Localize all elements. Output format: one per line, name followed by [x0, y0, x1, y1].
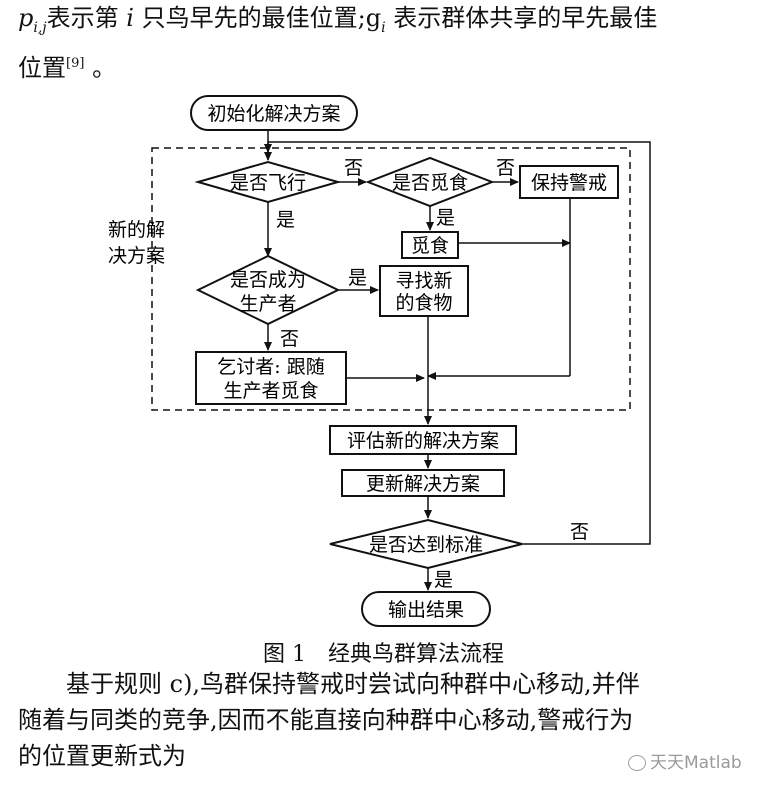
yes-label: 是 [348, 267, 367, 289]
start-terminal [190, 95, 358, 131]
bottom-paragraph-line-3: 的位置更新式为 [18, 742, 186, 770]
g-subscript: i [381, 19, 386, 36]
i-variable: i [126, 4, 134, 32]
yes-label: 是 [434, 569, 453, 591]
no-label: 否 [496, 157, 515, 179]
yes-label: 是 [436, 207, 455, 229]
decision-standard-label: 是否达到标准 [369, 534, 483, 556]
new-solution-label: 决方案 [108, 245, 165, 267]
update-box [341, 469, 505, 497]
find-food-label: 的食物 [395, 292, 452, 314]
output-terminal [361, 591, 491, 627]
citation-ref: [9] [66, 55, 85, 71]
no-label: 否 [344, 157, 363, 179]
bottom-paragraph-line-1: 基于规则 c),鸟群保持警戒时尝试向种群中心移动,并伴 [66, 670, 640, 698]
output-label: 输出结果 [388, 599, 464, 621]
keep-alert-box [519, 165, 619, 199]
no-label: 否 [280, 328, 299, 350]
beggar-box [195, 351, 347, 405]
p-variable: p [18, 4, 34, 32]
beggar-label: 生产者觅食 [223, 380, 318, 402]
p-subscript: i,j [33, 19, 47, 36]
forage-box [401, 231, 459, 259]
forage-label: 觅食 [411, 235, 449, 257]
new-solution-label: 新的解 [108, 219, 165, 241]
new-solution-region [151, 147, 631, 411]
start-label: 初始化解决方案 [207, 103, 340, 125]
text-fragment: 位置 [18, 53, 66, 82]
evaluate-label: 评估新的解决方案 [347, 430, 499, 452]
flowchart: 新的解 决方案 初始化解决方案 是否飞行 否 是否觅食 否 保持警戒 是 觅食 … [108, 95, 651, 627]
find-food-label: 寻找新 [395, 270, 452, 292]
decision-producer-label: 是否成为 [230, 269, 306, 291]
watermark-text: 天天Matlab [650, 753, 742, 773]
wechat-icon [628, 755, 646, 771]
top-paragraph: pi,j表示第 i 只鸟早先的最佳位置;gi 表示群体共享的早先最佳 位置[9]… [18, 0, 753, 86]
beggar-label: 乞讨者: 跟随 [217, 356, 324, 378]
text-fragment: 表示群体共享的早先最佳 [393, 4, 658, 32]
find-food-box [379, 265, 469, 317]
no-label: 否 [570, 521, 589, 543]
yes-label: 是 [276, 209, 295, 231]
top-paragraph-line-1: pi,j表示第 i 只鸟早先的最佳位置;gi 表示群体共享的早先最佳 [18, 0, 753, 46]
keep-alert-label: 保持警戒 [531, 172, 607, 194]
bottom-paragraph-line-2: 随着与同类的竞争,因而不能直接向种群中心移动,警戒行为 [18, 706, 634, 734]
watermark: 天天Matlab [628, 748, 742, 773]
decision-fly-label: 是否飞行 [230, 172, 306, 194]
text-fragment: 。 [92, 53, 117, 82]
text-fragment: 只鸟早先的最佳位置;g [141, 4, 382, 32]
text-fragment: 表示第 [46, 4, 119, 32]
evaluate-box [329, 425, 517, 455]
decision-forage-label: 是否觅食 [392, 172, 468, 194]
bottom-paragraph: 基于规则 c),鸟群保持警戒时尝试向种群中心移动,并伴 随着与同类的竞争,因而不… [18, 666, 753, 774]
update-label: 更新解决方案 [366, 473, 480, 495]
figure-caption: 图 1 经典鸟群算法流程 [263, 642, 504, 667]
decision-producer-label: 生产者 [239, 293, 296, 315]
top-paragraph-line-2: 位置[9] 。 [18, 46, 753, 86]
